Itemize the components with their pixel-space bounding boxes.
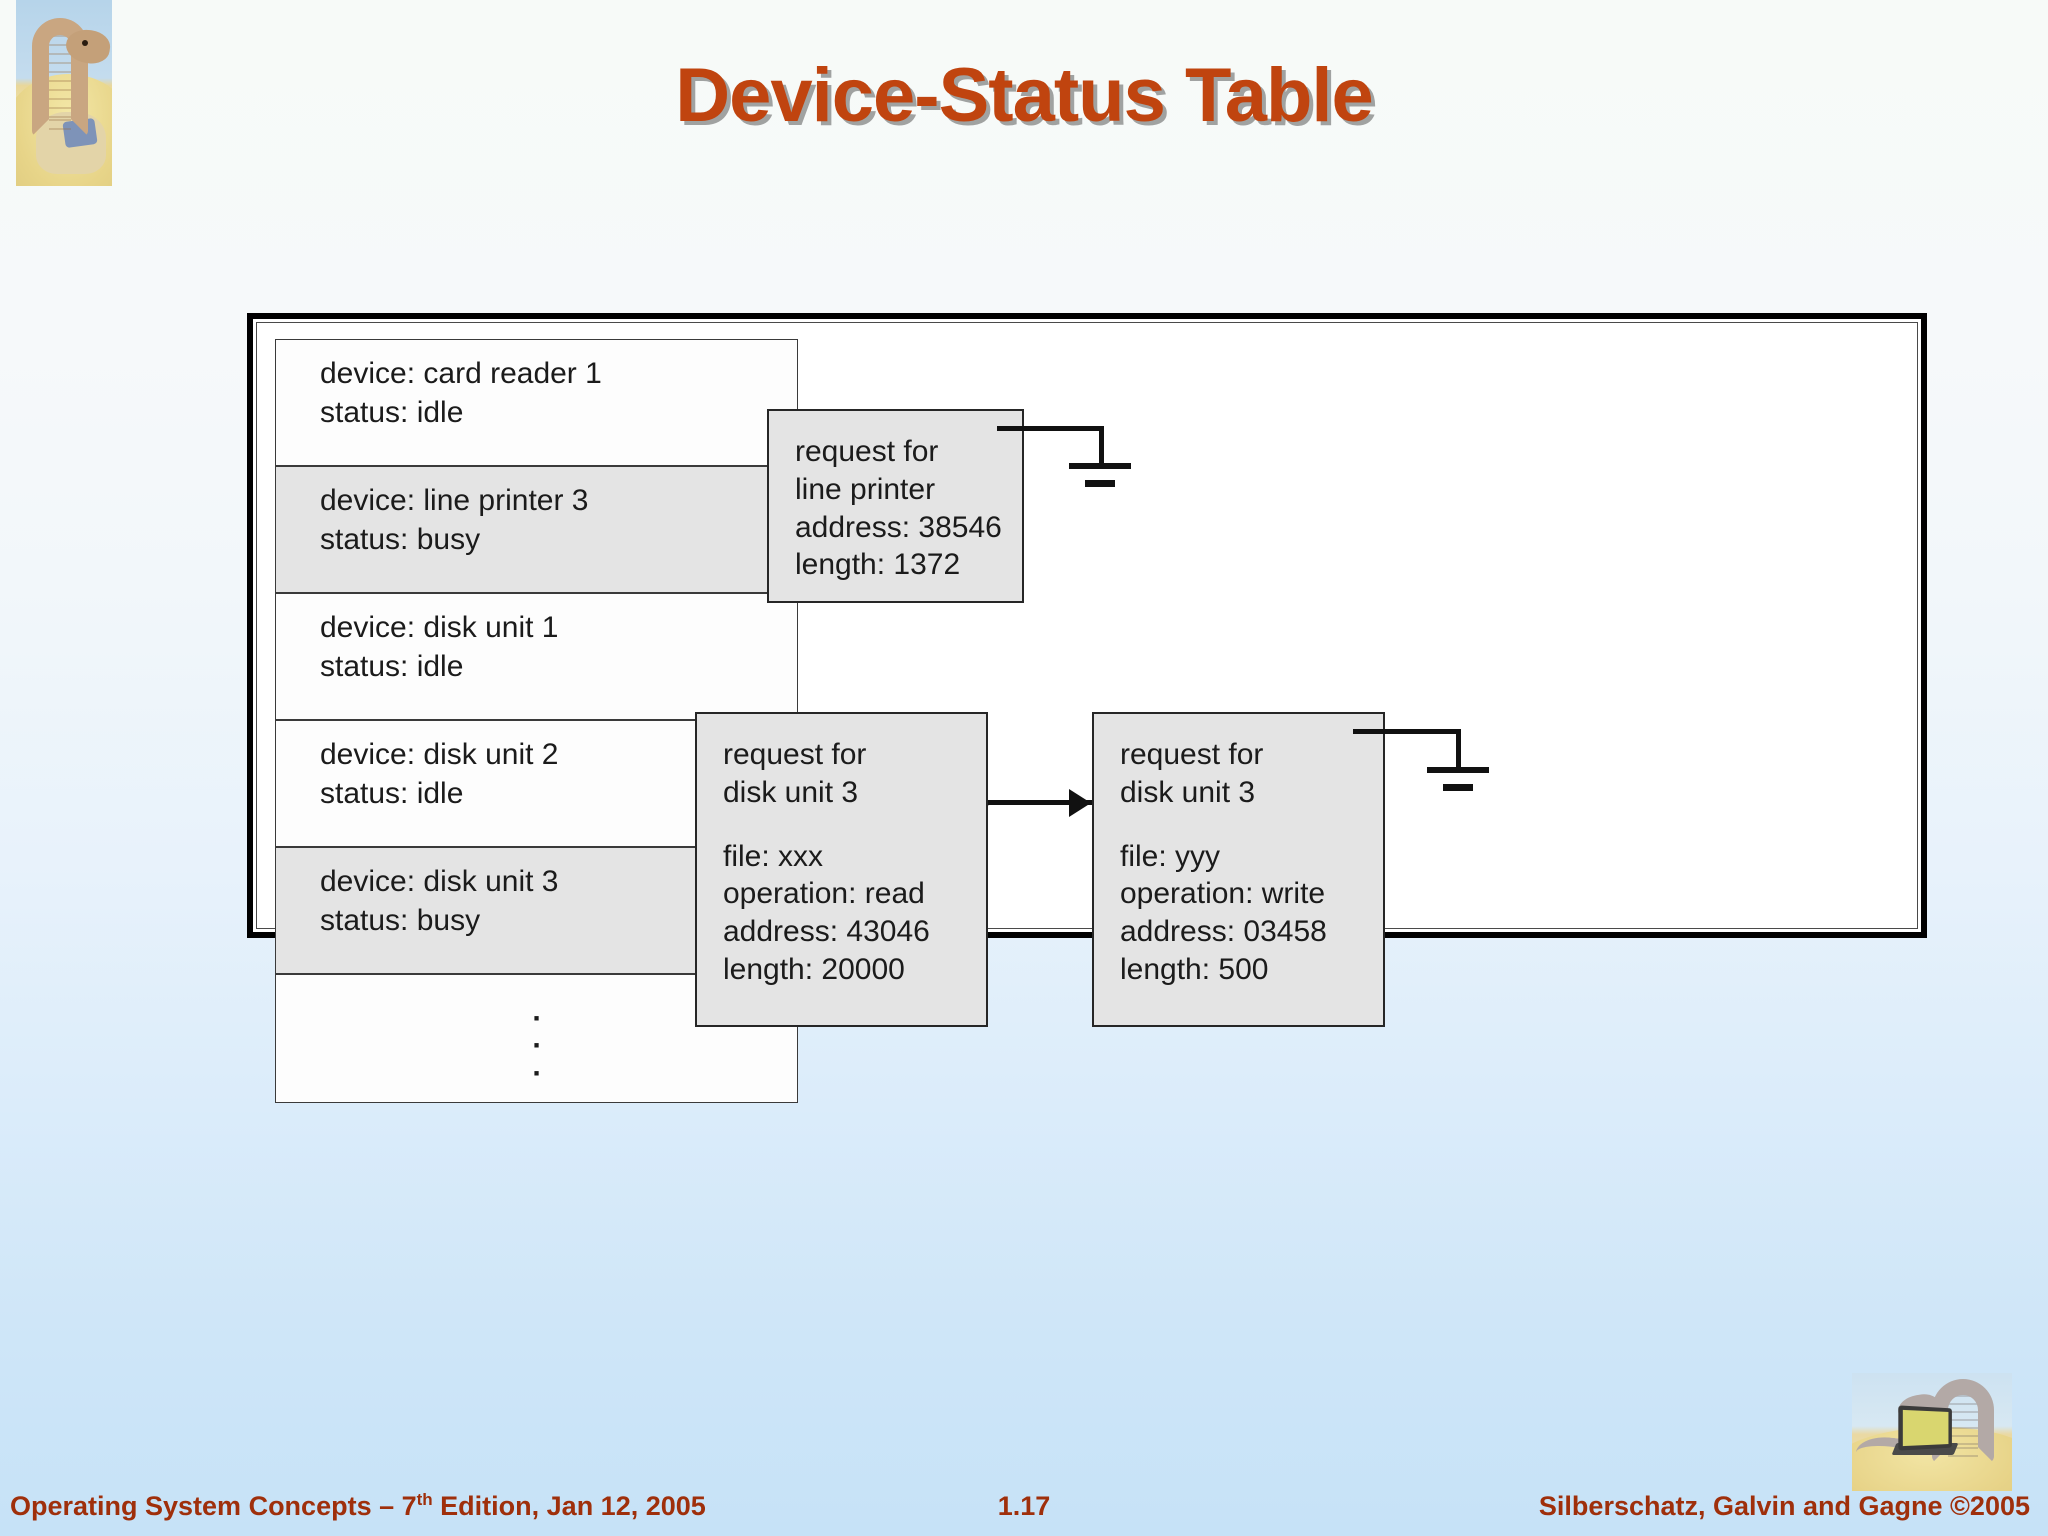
status-label: status: busy bbox=[320, 904, 481, 937]
footer-edition-suffix: Edition, Jan 12, 2005 bbox=[432, 1491, 706, 1521]
laptop-screen bbox=[1898, 1405, 1952, 1451]
status-label: status: idle bbox=[320, 650, 464, 683]
request-length: length: 20000 bbox=[723, 952, 905, 986]
ground-bar-long-lp bbox=[1069, 463, 1131, 469]
status-label: status: idle bbox=[320, 777, 464, 810]
ellipsis-dot: . bbox=[532, 1021, 541, 1055]
request-line-1: request for bbox=[795, 435, 939, 468]
null-pointer-line-d2 bbox=[1353, 729, 1461, 734]
request-file: file: yyy bbox=[1120, 839, 1221, 873]
null-pointer-drop-d2 bbox=[1456, 729, 1461, 771]
footer-page-number: 1.17 bbox=[997, 1491, 1051, 1521]
footer-copyright: Silberschatz, Galvin and Gagne ©2005 bbox=[1538, 1491, 2030, 1521]
ground-bar-short-lp bbox=[1085, 480, 1115, 487]
table-row: device: disk unit 1 status: idle bbox=[276, 594, 797, 721]
arrowhead-disk-second bbox=[1069, 789, 1091, 817]
request-line-1: request for bbox=[723, 738, 867, 771]
page-title: Device-Status Table bbox=[675, 53, 1374, 138]
footer-edition-prefix: Operating System Concepts – 7 bbox=[10, 1491, 417, 1521]
dinosaur-logo-top-left bbox=[16, 0, 112, 186]
null-pointer-line-lp bbox=[997, 426, 1104, 431]
figure-inner-frame: device: card reader 1 status: idle devic… bbox=[256, 322, 1918, 1103]
request-box-disk-second: request for disk unit 3 file: yyy operat… bbox=[1092, 712, 1385, 1027]
request-length: length: 500 bbox=[1120, 952, 1269, 986]
status-label: status: busy bbox=[320, 523, 481, 556]
device-label: device: disk unit 3 bbox=[320, 865, 559, 898]
request-line-2: disk unit 3 bbox=[1120, 775, 1256, 809]
request-file: file: xxx bbox=[723, 839, 824, 873]
device-status-figure: device: card reader 1 status: idle devic… bbox=[247, 313, 1927, 1103]
request-box-disk-first: request for disk unit 3 file: xxx operat… bbox=[695, 712, 988, 1027]
status-label: status: idle bbox=[320, 396, 464, 429]
request-operation: operation: write bbox=[1120, 877, 1326, 911]
ellipsis-dot: . bbox=[532, 1049, 541, 1083]
device-label: device: line printer 3 bbox=[320, 484, 589, 517]
ellipsis-dot: . bbox=[532, 994, 541, 1028]
table-row: device: card reader 1 status: idle bbox=[276, 340, 797, 467]
device-label: device: disk unit 1 bbox=[320, 611, 559, 644]
vertical-ellipsis-icon: . . . bbox=[276, 994, 797, 1083]
device-label: device: card reader 1 bbox=[320, 357, 602, 390]
request-address: address: 38546 bbox=[795, 510, 1002, 544]
request-line-2: disk unit 3 bbox=[723, 775, 859, 809]
request-spacer bbox=[723, 812, 986, 838]
footer-edition-text: Operating System Concepts – 7th Edition,… bbox=[10, 1490, 706, 1522]
device-label: device: disk unit 2 bbox=[320, 738, 559, 771]
request-line-2: line printer bbox=[795, 472, 936, 506]
request-box-line-printer: request for line printer address: 38546 … bbox=[767, 409, 1024, 603]
connector-disk-chain bbox=[988, 800, 1116, 805]
request-address: address: 03458 bbox=[1120, 915, 1327, 949]
null-pointer-drop-lp bbox=[1099, 426, 1104, 466]
request-line-1: request for bbox=[1120, 738, 1264, 771]
dinosaur-eye bbox=[82, 40, 88, 46]
ground-bar-long-d2 bbox=[1427, 767, 1489, 773]
footer-edition-ordinal: th bbox=[416, 1490, 433, 1509]
ground-bar-short-d2 bbox=[1443, 784, 1473, 791]
table-row: device: line printer 3 status: busy bbox=[276, 467, 797, 594]
request-operation: operation: read bbox=[723, 877, 925, 911]
dinosaur-logo-bottom-right bbox=[1852, 1373, 2012, 1491]
request-address: address: 43046 bbox=[723, 915, 930, 949]
request-spacer bbox=[1120, 812, 1383, 838]
request-length: length: 1372 bbox=[795, 548, 961, 582]
